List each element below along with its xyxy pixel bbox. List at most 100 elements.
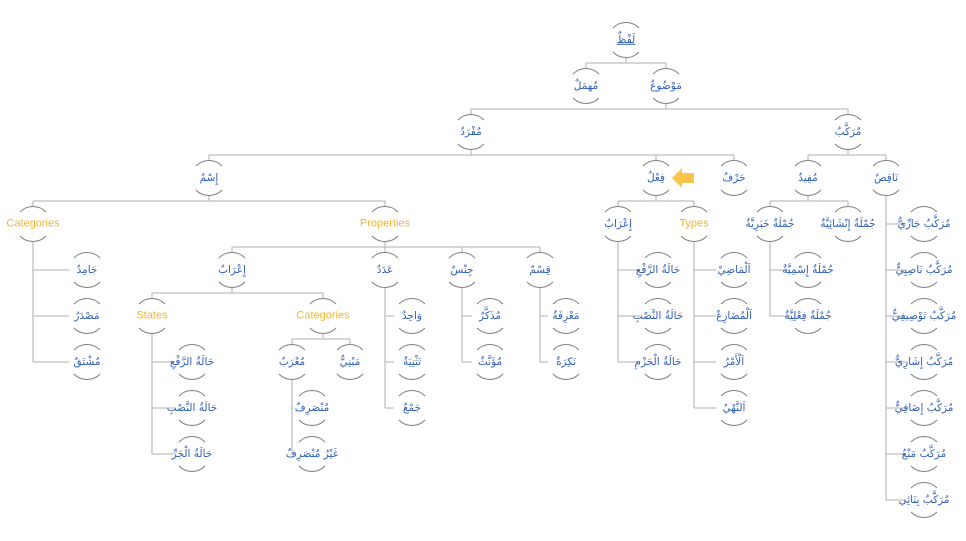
node-naqis[interactable]: نَاقِصٌ	[873, 171, 899, 184]
node-arc-bottom-lafz	[612, 51, 640, 58]
node-lafz[interactable]: لَفْظٌ	[616, 33, 636, 46]
node-arc-top-tathniya	[398, 344, 426, 351]
node-fil_raf[interactable]: حَالَةُ الرَّفْعِ	[635, 263, 681, 276]
node-muhmal[interactable]: مُهمَلٌ	[573, 79, 599, 92]
node-arc-bottom-jam	[398, 419, 426, 426]
node-jamid[interactable]: جَامِدٌ	[76, 263, 98, 276]
node-arc-top-fil_jazm	[644, 344, 672, 351]
node-jins[interactable]: جِنْسٌ	[450, 263, 474, 276]
node-arc-bottom-idafi	[910, 419, 938, 426]
node-arc-top-mabni	[336, 344, 364, 351]
node-amr[interactable]: اَلْأَمْرُ	[723, 355, 745, 368]
node-masdar[interactable]: مَصْدَرٌ	[74, 309, 100, 322]
node-arc-top-mufid	[794, 160, 822, 167]
node-nasibi[interactable]: مُرَكَّبٌ نَاصِبِيٌّ	[895, 263, 953, 276]
node-qism[interactable]: قِسْمٌ	[529, 263, 551, 276]
node-arc-top-masdar	[73, 298, 101, 305]
node-arc-bottom-ism_irab	[218, 281, 246, 288]
node-murab[interactable]: مُعْرَبٌ	[278, 355, 306, 368]
node-binai[interactable]: مُرَكَّبٌ بِنَائِي	[898, 493, 950, 506]
node-arc-top-marifa	[552, 298, 580, 305]
node-wahid[interactable]: وَاحِدٌ	[402, 309, 422, 322]
node-ismiyya[interactable]: جُمْلَةٌ إِسْمِيَّةٌ	[782, 263, 834, 276]
node-khabariyya[interactable]: جُمْلَةٌ خَبَرِيَّةٌ	[745, 217, 795, 230]
node-arc-top-munsarif	[298, 390, 326, 397]
node-mudhakkar[interactable]: مُذَكَّرٌ	[479, 309, 501, 322]
node-ism_jarr[interactable]: حَالَةُ الْجَرِّ	[171, 447, 213, 460]
node-fil[interactable]: فِعْلٌ	[646, 171, 666, 184]
connectors	[32, 58, 906, 501]
node-jarri[interactable]: مُرَكَّبٌ جَارِّيٌّ	[897, 217, 951, 230]
node-murakkab[interactable]: مُرَكَّبٌ	[834, 125, 862, 138]
node-filiyya[interactable]: جُمْلَةٌ فِعْلِيَّةٌ	[784, 309, 832, 322]
node-mabni[interactable]: مَبْنِيٌّ	[339, 355, 361, 368]
node-ism_irab[interactable]: إِعْرَابٌ	[218, 263, 246, 276]
node-arc-bottom-filiyya	[794, 327, 822, 334]
node-marifa[interactable]: مَعْرِفَةٌ	[552, 309, 580, 322]
node-arc-top-ishari	[910, 344, 938, 351]
node-mufrad[interactable]: مُفْرَدٌ	[460, 125, 482, 138]
node-mawdu[interactable]: مَوْضُوعٌ	[650, 79, 682, 92]
node-arc-top-ism_nasb	[178, 390, 206, 397]
node-mana[interactable]: مُرَكَّبٌ مَنْعٌ	[901, 447, 947, 460]
node-arc-bottom-irab_categories	[309, 327, 337, 334]
node-adad[interactable]: عَدَدٌ	[376, 263, 394, 276]
node-arc-bottom-adad	[371, 281, 399, 288]
node-arc-bottom-masdar	[73, 327, 101, 334]
node-arc-bottom-mushtaq	[73, 373, 101, 380]
node-arc-top-inshaiyya	[834, 206, 862, 213]
node-arc-top-jins	[448, 252, 476, 259]
node-idafi[interactable]: مُرَكَّبٌ إِضَافِيٌّ	[894, 401, 954, 414]
node-ism[interactable]: إِسْمٌ	[199, 171, 219, 184]
node-arc-bottom-jamid	[73, 281, 101, 288]
node-ghayr_munsarif[interactable]: غَيْرُ مُنْصَرِفٌ	[285, 447, 339, 460]
node-nakira[interactable]: نَكِرَةٌ	[555, 355, 577, 368]
node-fil_irab[interactable]: إِعْرَابٌ	[604, 217, 632, 230]
node-muannath[interactable]: مُؤَنَّثٌ	[477, 355, 503, 368]
node-arc-bottom-mufid	[794, 189, 822, 196]
node-arc-bottom-inshaiyya	[834, 235, 862, 242]
node-arc-top-madi	[720, 252, 748, 259]
node-irab_categories[interactable]: Categories	[296, 309, 350, 322]
node-arc-top-mudari	[720, 298, 748, 305]
node-arc-top-lafz	[612, 22, 640, 29]
node-arc-bottom-murakkab	[834, 143, 862, 150]
node-arc-top-nasibi	[910, 252, 938, 259]
node-arc-bottom-fil_irab	[604, 235, 632, 242]
node-ism_raf[interactable]: حَالَةُ الرَّفْعِ	[169, 355, 215, 368]
node-arc-bottom-murab	[278, 373, 306, 380]
node-types[interactable]: Types	[679, 217, 709, 230]
node-arc-bottom-types	[680, 235, 708, 242]
node-arc-top-nakira	[552, 344, 580, 351]
node-fil_nasb[interactable]: حَالَةُ النَّصْبِ	[632, 309, 684, 322]
node-tawsifi[interactable]: مُرَكَّبٌ تَوْصِيفِيٌّ	[891, 309, 957, 322]
node-madi[interactable]: اَلْمَاضِيْ	[717, 263, 751, 276]
node-tathniya[interactable]: تَثْنِيَةٌ	[402, 355, 422, 368]
node-arc-bottom-nahy	[720, 419, 748, 426]
node-inshaiyya[interactable]: جُمْلَةٌ إِنْشَائِيَّةٌ	[820, 217, 876, 230]
node-arc-bottom-khabariyya	[756, 235, 784, 242]
node-properties[interactable]: Properties	[359, 217, 411, 230]
node-arc-bottom-mana	[910, 465, 938, 472]
node-mufid[interactable]: مُفِيدٌ	[798, 171, 818, 184]
node-ishari[interactable]: مُرَكَّبٌ إِشَارِيٌّ	[894, 355, 954, 368]
node-states[interactable]: States	[136, 309, 168, 322]
node-arc-bottom-marifa	[552, 327, 580, 334]
node-arc-top-qism	[526, 252, 554, 259]
node-ism_nasb[interactable]: حَالَةُ النَّصْبِ	[166, 401, 218, 414]
node-mudari[interactable]: اَلْمُضَارِعْ	[716, 309, 752, 322]
node-ism_categories[interactable]: Categories	[6, 217, 60, 230]
node-nahy[interactable]: اَلنَّهْيُ	[722, 401, 746, 414]
node-arc-bottom-properties	[371, 235, 399, 242]
node-arc-top-ism_irab	[218, 252, 246, 259]
node-jam[interactable]: جَمْعٌ	[402, 401, 422, 414]
node-arc-bottom-binai	[910, 511, 938, 518]
node-harf[interactable]: حَرْفٌ	[722, 171, 746, 184]
node-mushtaq[interactable]: مُشْتَقٌ	[73, 355, 101, 368]
node-arc-bottom-jins	[448, 281, 476, 288]
node-fil_jazm[interactable]: حَالَةُ الْجَزْمِ	[634, 355, 682, 368]
node-arc-bottom-ismiyya	[794, 281, 822, 288]
node-munsarif[interactable]: مُنْصَرِفٌ	[294, 401, 330, 414]
node-arc-bottom-ishari	[910, 373, 938, 380]
pointer	[672, 168, 694, 188]
